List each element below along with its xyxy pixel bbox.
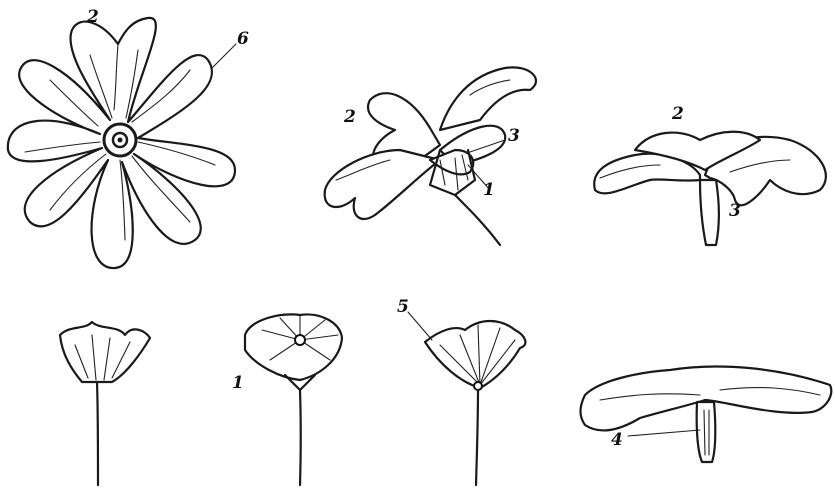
label-side-2: 2 (343, 107, 356, 127)
pointer-line-6 (212, 44, 236, 68)
pointer-line-4 (628, 430, 700, 436)
half-open-cup (425, 321, 525, 485)
pointer-line-5 (408, 312, 432, 340)
label-side-1: 1 (483, 180, 495, 200)
closed-calyx (60, 322, 150, 485)
label-cup-1: 1 (232, 373, 244, 393)
label-right-3: 3 (729, 201, 741, 221)
label-top-2: 2 (86, 7, 99, 27)
flower-top-view (8, 18, 235, 268)
flower-tube-view (594, 132, 826, 245)
label-cup-5: 5 (397, 297, 409, 317)
label-side-3: 3 (508, 126, 520, 146)
open-cup-flower (245, 314, 342, 485)
label-right-2: 2 (671, 104, 684, 124)
flower-side-view (325, 67, 536, 245)
label-flat-4: 4 (611, 430, 623, 450)
label-top-6: 6 (237, 29, 249, 49)
